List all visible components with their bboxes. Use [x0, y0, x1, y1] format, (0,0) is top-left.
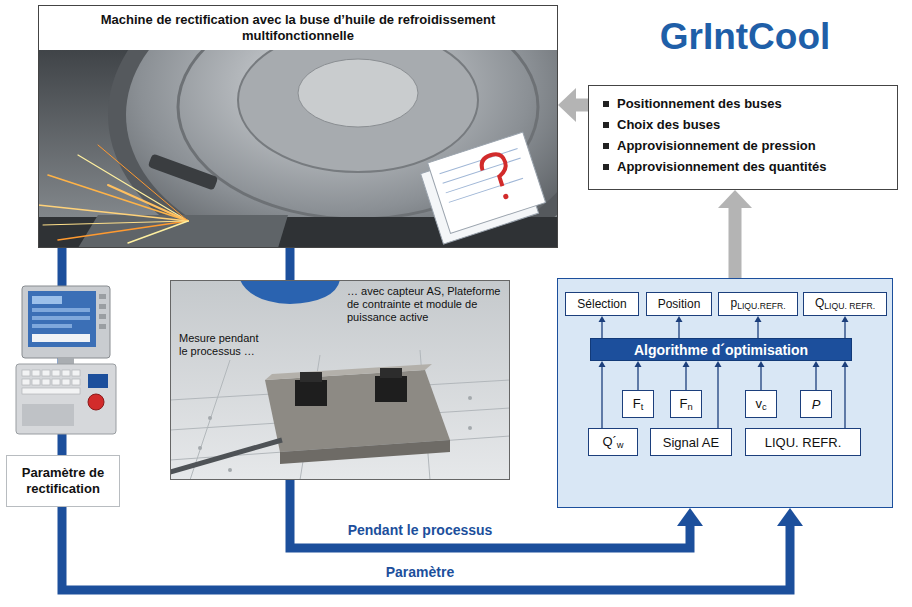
list-item: Choix des buses: [603, 117, 887, 133]
input-box: LIQU. REFR.: [745, 428, 861, 456]
data-line: [290, 480, 703, 548]
connector-line: [286, 248, 295, 280]
arrow-head: [777, 508, 803, 526]
flow-arrow: [558, 88, 588, 122]
input-label: Q´w: [602, 434, 623, 450]
connector-line: [717, 366, 718, 428]
input-box: Q´w: [588, 428, 638, 456]
connector-line: [601, 366, 602, 428]
output-label: Sélection: [577, 297, 626, 311]
connector-line: [601, 321, 602, 338]
input-box: vc: [745, 390, 777, 418]
arrow-head: [813, 361, 820, 367]
signal-arrow: [755, 316, 762, 338]
signal-arrow: [715, 361, 722, 428]
box-label: Paramètre de rectification: [13, 465, 113, 497]
connector-line: [290, 480, 690, 548]
photo-caption: … avec capteur AS, Plateforme de contrai…: [347, 285, 503, 324]
input-box: Signal AE: [650, 428, 732, 456]
connector-line: [844, 366, 845, 428]
output-box: pLIQU.REFR.: [718, 292, 798, 316]
input-label: LIQU. REFR.: [765, 435, 842, 450]
data-line: [290, 248, 291, 280]
signal-arrow: [599, 316, 606, 338]
arrow-head: [842, 361, 849, 367]
signal-arrow: [813, 361, 820, 390]
input-label: Signal AE: [663, 435, 719, 450]
arrow-head: [715, 361, 722, 367]
arrow-head: [677, 508, 703, 526]
output-box: Position: [646, 292, 712, 316]
arrow-head: [755, 316, 762, 322]
connector-line: [760, 366, 761, 390]
connector-line: [678, 321, 679, 338]
output-box: Sélection: [565, 292, 639, 316]
list-item: Approvisionnement de pression: [603, 138, 887, 154]
signal-arrow: [842, 361, 849, 428]
input-box: Fn: [670, 390, 702, 418]
photo-caption: Mesure pendant le processus …: [179, 332, 261, 358]
box-heading: Machine de rectification avec la buse d’…: [39, 6, 557, 50]
arrow-head: [635, 361, 642, 367]
parameter-box: Paramètre de rectification: [6, 455, 120, 507]
output-label: QLIQU. REFR.: [815, 296, 875, 311]
arrow-head: [758, 361, 765, 367]
signal-arrow: [683, 361, 690, 390]
arrow-head: [599, 361, 606, 367]
signal-arrow: [635, 361, 642, 390]
arrow-head: [558, 88, 576, 122]
measurement-photo-box: … avec capteur AS, Plateforme de contrai…: [170, 280, 510, 480]
connector-line: [62, 507, 790, 590]
input-label: vc: [755, 396, 766, 412]
input-label: Fn: [679, 396, 692, 412]
edge-label: Paramètre: [383, 564, 458, 580]
arrow-head: [683, 361, 690, 367]
diagram-title: GrIntCool: [600, 16, 890, 58]
algorithm-label: Algorithme d´optimisation: [634, 342, 808, 358]
connector-line: [637, 366, 638, 390]
input-label: Ft: [633, 396, 644, 412]
signal-arrow: [676, 316, 683, 338]
arrow-head: [676, 316, 683, 322]
signal-arrow: [842, 316, 849, 338]
signal-arrow: [758, 361, 765, 390]
input-label: P: [812, 397, 821, 412]
list-item: Positionnement des buses: [603, 96, 887, 112]
connector-line: [844, 321, 845, 338]
arrow-head: [842, 316, 849, 322]
flow-arrow: [718, 190, 752, 278]
output-label: pLIQU.REFR.: [730, 296, 785, 311]
connector-line: [575, 99, 588, 112]
arrow-head: [599, 316, 606, 322]
output-list: Positionnement des busesChoix des busesA…: [588, 85, 898, 190]
connector-line: [815, 366, 816, 390]
list-item: Approvisionnement des quantités: [603, 159, 887, 175]
algorithm-bar: Algorithme d´optimisation: [590, 338, 852, 361]
control-computer: [8, 282, 120, 452]
data-line: [62, 507, 803, 590]
output-label: Position: [658, 297, 701, 311]
output-box: QLIQU. REFR.: [803, 292, 887, 316]
input-box: Ft: [622, 390, 654, 418]
connector-line: [757, 321, 758, 338]
machine-photo-box: Machine de rectification avec la buse d’…: [38, 5, 558, 248]
arrow-head: [718, 190, 752, 208]
edge-label: Pendant le processus: [345, 522, 496, 538]
optimization-panel: Sélection Position pLIQU.REFR. QLIQU. REFR.…: [557, 278, 893, 508]
connector-line: [685, 366, 686, 390]
grinding-photo: [38, 45, 558, 248]
connector-line: [729, 207, 742, 278]
input-box: P: [800, 390, 832, 418]
signal-arrow: [599, 361, 606, 428]
